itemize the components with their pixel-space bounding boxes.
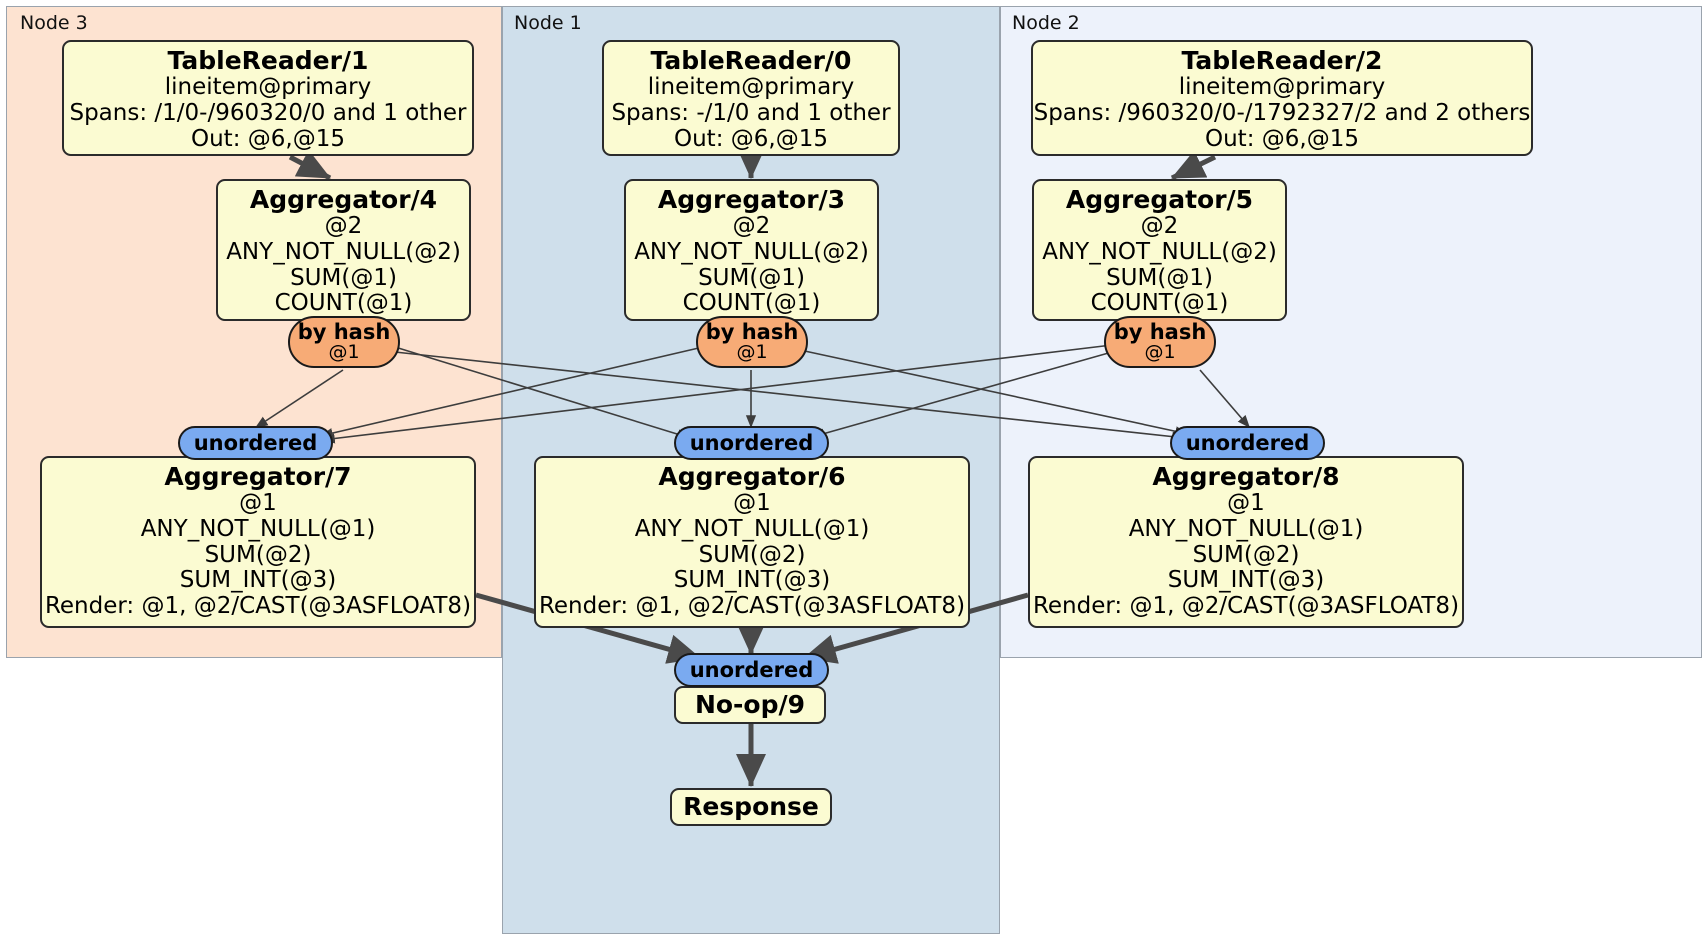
processor-detail-line: ANY_NOT_NULL(@2) (634, 238, 869, 265)
processor-detail-line: SUM(@2) (1192, 541, 1300, 568)
processor-detail-line: Render: @1, @2/CAST(@3ASFLOAT8) (1032, 593, 1460, 619)
processor-detail-line: Render: @1, @2/CAST(@3ASFLOAT8) (44, 593, 472, 619)
router-label: unordered (689, 657, 814, 682)
processor-detail-line: Out: @6,@15 (191, 125, 345, 152)
processor-response[interactable]: Response (670, 788, 832, 826)
router-sublabel: @1 (1144, 340, 1176, 363)
processor-aggregator-3[interactable]: Aggregator/3 @2 ANY_NOT_NULL(@2) SUM(@1)… (624, 179, 879, 321)
processor-tablereader-2[interactable]: TableReader/2 lineitem@primary Spans: /9… (1031, 40, 1533, 156)
processor-title: TableReader/0 (650, 46, 852, 75)
router-unordered-aggregator-7[interactable]: unordered (178, 426, 333, 460)
router-sublabel: @1 (328, 340, 360, 363)
processor-noop-9[interactable]: No-op/9 (674, 686, 826, 724)
router-by-hash-aggregator-5[interactable]: by hash @1 (1104, 316, 1216, 368)
processor-title: Response (683, 792, 819, 821)
processor-detail-line: Out: @6,@15 (674, 125, 828, 152)
processor-title: Aggregator/6 (658, 462, 846, 491)
node-label-node3: Node 3 (20, 12, 88, 34)
processor-detail-line: @2 (1140, 213, 1179, 239)
processor-detail-line: COUNT(@1) (1090, 290, 1229, 317)
router-label: unordered (193, 430, 318, 455)
node-label-node2: Node 2 (1012, 12, 1080, 34)
router-sublabel: @1 (736, 340, 768, 363)
processor-detail-line: SUM(@1) (1106, 264, 1213, 291)
processor-detail-line: @1 (1227, 490, 1265, 516)
processor-detail-line: SUM(@2) (204, 541, 312, 568)
processor-detail-line: @1 (239, 490, 277, 516)
processor-detail-line: Spans: /1/0-/960320/0 and 1 other (69, 99, 467, 126)
processor-detail-line: lineitem@primary (1178, 74, 1386, 100)
router-label: by hash (1113, 319, 1207, 344)
processor-detail-line: Render: @1, @2/CAST(@3ASFLOAT8) (538, 593, 966, 619)
router-unordered-aggregator-6[interactable]: unordered (674, 426, 829, 460)
router-by-hash-aggregator-3[interactable]: by hash @1 (696, 316, 808, 368)
processor-title: Aggregator/4 (249, 185, 438, 214)
processor-detail-line: ANY_NOT_NULL(@1) (634, 515, 870, 542)
processor-detail-line: SUM_INT(@3) (1167, 567, 1325, 594)
processor-aggregator-6[interactable]: Aggregator/6 @1 ANY_NOT_NULL(@1) SUM(@2)… (534, 456, 970, 628)
processor-detail-line: Spans: /960320/0-/1792327/2 and 2 others (1033, 99, 1531, 126)
processor-detail-line: SUM(@2) (698, 541, 806, 568)
processor-aggregator-8[interactable]: Aggregator/8 @1 ANY_NOT_NULL(@1) SUM(@2)… (1028, 456, 1464, 628)
processor-title: TableReader/1 (167, 46, 369, 75)
processor-title: Aggregator/8 (1152, 462, 1340, 491)
router-label: unordered (1185, 430, 1310, 455)
processor-detail-line: ANY_NOT_NULL(@2) (1042, 238, 1277, 265)
processor-detail-line: Spans: -/1/0 and 1 other (611, 99, 891, 126)
processor-tablereader-1[interactable]: TableReader/1 lineitem@primary Spans: /1… (62, 40, 474, 156)
processor-detail-line: @2 (732, 213, 771, 239)
processor-detail-line: ANY_NOT_NULL(@2) (226, 238, 461, 265)
router-label: by hash (297, 319, 391, 344)
processor-detail-line: SUM(@1) (290, 264, 397, 291)
processor-title: No-op/9 (694, 690, 806, 719)
processor-detail-line: Out: @6,@15 (1205, 125, 1359, 152)
processor-detail-line: lineitem@primary (647, 74, 855, 100)
processor-detail-line: SUM_INT(@3) (179, 567, 337, 594)
router-label: by hash (705, 319, 799, 344)
processor-detail-line: COUNT(@1) (274, 290, 413, 317)
router-by-hash-aggregator-4[interactable]: by hash @1 (288, 316, 400, 368)
processor-detail-line: COUNT(@1) (682, 290, 821, 317)
node-label-node1: Node 1 (514, 12, 582, 34)
processor-detail-line: lineitem@primary (164, 74, 372, 100)
processor-title: Aggregator/3 (657, 185, 846, 214)
processor-detail-line: SUM_INT(@3) (673, 567, 831, 594)
processor-detail-line: @2 (324, 213, 363, 239)
processor-detail-line: ANY_NOT_NULL(@1) (1128, 515, 1364, 542)
processor-detail-line: @1 (733, 490, 771, 516)
processor-title: Aggregator/5 (1065, 185, 1254, 214)
processor-title: TableReader/2 (1181, 46, 1383, 75)
processor-detail-line: ANY_NOT_NULL(@1) (140, 515, 376, 542)
router-unordered-final[interactable]: unordered (674, 653, 829, 687)
router-unordered-aggregator-8[interactable]: unordered (1170, 426, 1325, 460)
processor-aggregator-7[interactable]: Aggregator/7 @1 ANY_NOT_NULL(@1) SUM(@2)… (40, 456, 476, 628)
processor-title: Aggregator/7 (164, 462, 352, 491)
processor-detail-line: SUM(@1) (698, 264, 805, 291)
processor-aggregator-5[interactable]: Aggregator/5 @2 ANY_NOT_NULL(@2) SUM(@1)… (1032, 179, 1287, 321)
processor-tablereader-0[interactable]: TableReader/0 lineitem@primary Spans: -/… (602, 40, 900, 156)
router-label: unordered (689, 430, 814, 455)
processor-aggregator-4[interactable]: Aggregator/4 @2 ANY_NOT_NULL(@2) SUM(@1)… (216, 179, 471, 321)
